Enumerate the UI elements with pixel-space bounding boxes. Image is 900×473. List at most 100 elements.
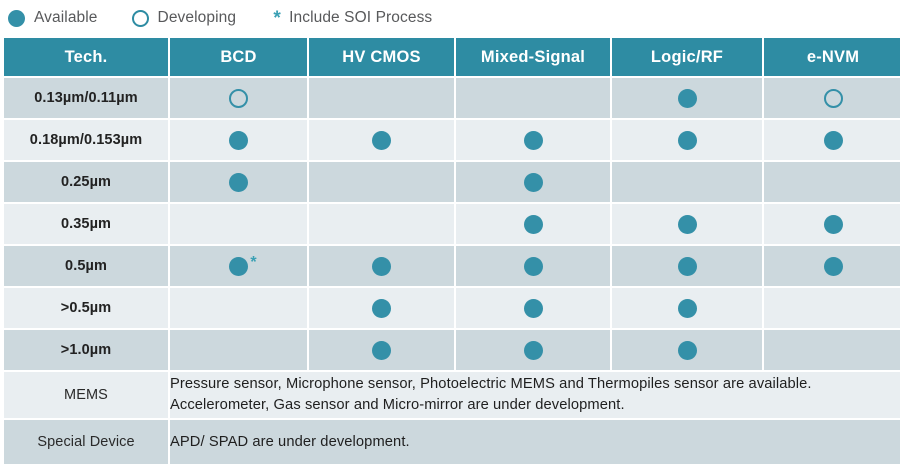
filled-circle-icon — [677, 214, 697, 234]
cell-mixed-signal — [456, 288, 610, 328]
cell-hv-cmos — [309, 246, 454, 286]
cell-logic-rf — [612, 330, 762, 370]
cell-e-nvm — [764, 330, 900, 370]
cell-hv-cmos — [309, 204, 454, 244]
row-label: >0.5µm — [4, 288, 168, 328]
asterisk-icon: * — [273, 7, 281, 29]
legend-label-developing: Developing — [157, 9, 237, 26]
row-label-special-device: Special Device — [4, 420, 168, 464]
filled-circle-icon — [677, 256, 697, 276]
filled-circle-icon — [823, 256, 843, 276]
cell-e-nvm — [764, 204, 900, 244]
column-header-hv-cmos: HV CMOS — [309, 38, 454, 76]
table-row: 0.5µm * — [4, 246, 900, 286]
row-label: 0.13µm/0.11µm — [4, 78, 168, 118]
column-header-e-nvm: e-NVM — [764, 38, 900, 76]
filled-circle-icon — [823, 130, 843, 150]
filled-circle-icon — [677, 298, 697, 318]
legend-item-available: Available — [8, 9, 98, 27]
cell-mixed-signal — [456, 162, 610, 202]
open-circle-icon — [229, 88, 248, 108]
table-row-mems: MEMS Pressure sensor, Microphone sensor,… — [4, 372, 900, 418]
legend-label-soi: Include SOI Process — [289, 9, 433, 26]
row-label: 0.35µm — [4, 204, 168, 244]
cell-logic-rf — [612, 120, 762, 160]
cell-e-nvm — [764, 288, 900, 328]
legend: Available Developing * Include SOI Proce… — [0, 0, 900, 36]
table-row: 0.18µm/0.153µm — [4, 120, 900, 160]
filled-circle-icon — [523, 340, 543, 360]
filled-circle-icon — [372, 340, 391, 360]
cell-bcd — [170, 78, 307, 118]
table-body: 0.13µm/0.11µm 0.18µm/0.153µm 0.25µm 0.35… — [4, 78, 900, 464]
table-row-special-device: Special Device APD/ SPAD are under devel… — [4, 420, 900, 464]
cell-hv-cmos — [309, 162, 454, 202]
cell-logic-rf — [612, 246, 762, 286]
filled-circle-icon — [677, 340, 697, 360]
cell-mixed-signal — [456, 78, 610, 118]
table-row: 0.13µm/0.11µm — [4, 78, 900, 118]
filled-circle-icon — [229, 130, 248, 150]
filled-circle-icon — [372, 298, 391, 318]
filled-circle-icon — [523, 214, 543, 234]
cell-mixed-signal — [456, 204, 610, 244]
cell-bcd — [170, 204, 307, 244]
row-label: 0.18µm/0.153µm — [4, 120, 168, 160]
cell-bcd: * — [170, 246, 307, 286]
table-header-row: Tech. BCD HV CMOS Mixed-Signal Logic/RF … — [4, 38, 900, 76]
technology-table: Tech. BCD HV CMOS Mixed-Signal Logic/RF … — [2, 36, 900, 466]
cell-e-nvm — [764, 120, 900, 160]
column-header-bcd: BCD — [170, 38, 307, 76]
filled-circle-icon — [523, 130, 543, 150]
cell-mixed-signal — [456, 246, 610, 286]
filled-circle-icon — [523, 256, 543, 276]
row-label: >1.0µm — [4, 330, 168, 370]
filled-circle-icon — [372, 130, 391, 150]
cell-bcd — [170, 330, 307, 370]
cell-logic-rf — [612, 288, 762, 328]
filled-circle-icon — [229, 256, 248, 276]
cell-hv-cmos — [309, 78, 454, 118]
row-label-mems: MEMS — [4, 372, 168, 418]
column-header-logic-rf: Logic/RF — [612, 38, 762, 76]
legend-label-available: Available — [34, 9, 98, 26]
asterisk-icon: * — [250, 254, 257, 271]
table-row: 0.35µm — [4, 204, 900, 244]
cell-logic-rf — [612, 204, 762, 244]
cell-hv-cmos — [309, 120, 454, 160]
cell-mixed-signal — [456, 120, 610, 160]
cell-hv-cmos — [309, 330, 454, 370]
column-header-tech: Tech. — [4, 38, 168, 76]
special-device-description: APD/ SPAD are under development. — [170, 420, 900, 464]
cell-hv-cmos — [309, 288, 454, 328]
filled-circle-icon — [8, 9, 25, 27]
column-header-mixed-signal: Mixed-Signal — [456, 38, 610, 76]
cell-logic-rf — [612, 162, 762, 202]
legend-item-soi: * Include SOI Process — [270, 9, 432, 28]
filled-circle-icon — [523, 172, 543, 192]
mems-description: Pressure sensor, Microphone sensor, Phot… — [170, 372, 900, 418]
cell-logic-rf — [612, 78, 762, 118]
table-row: 0.25µm — [4, 162, 900, 202]
filled-circle-icon — [229, 172, 248, 192]
cell-e-nvm — [764, 162, 900, 202]
cell-bcd — [170, 288, 307, 328]
cell-bcd — [170, 162, 307, 202]
filled-circle-icon — [677, 130, 697, 150]
row-label: 0.5µm — [4, 246, 168, 286]
cell-bcd — [170, 120, 307, 160]
table-row: >0.5µm — [4, 288, 900, 328]
filled-circle-icon — [677, 88, 697, 108]
technology-table-container: Tech. BCD HV CMOS Mixed-Signal Logic/RF … — [0, 36, 900, 466]
table-row: >1.0µm — [4, 330, 900, 370]
cell-mixed-signal — [456, 330, 610, 370]
open-circle-icon — [823, 88, 843, 108]
filled-circle-icon — [823, 214, 843, 234]
filled-circle-icon — [523, 298, 543, 318]
table-header: Tech. BCD HV CMOS Mixed-Signal Logic/RF … — [4, 38, 900, 76]
cell-e-nvm — [764, 78, 900, 118]
legend-item-developing: Developing — [131, 9, 237, 27]
filled-circle-icon — [372, 256, 391, 276]
row-label: 0.25µm — [4, 162, 168, 202]
open-circle-icon — [131, 9, 149, 27]
